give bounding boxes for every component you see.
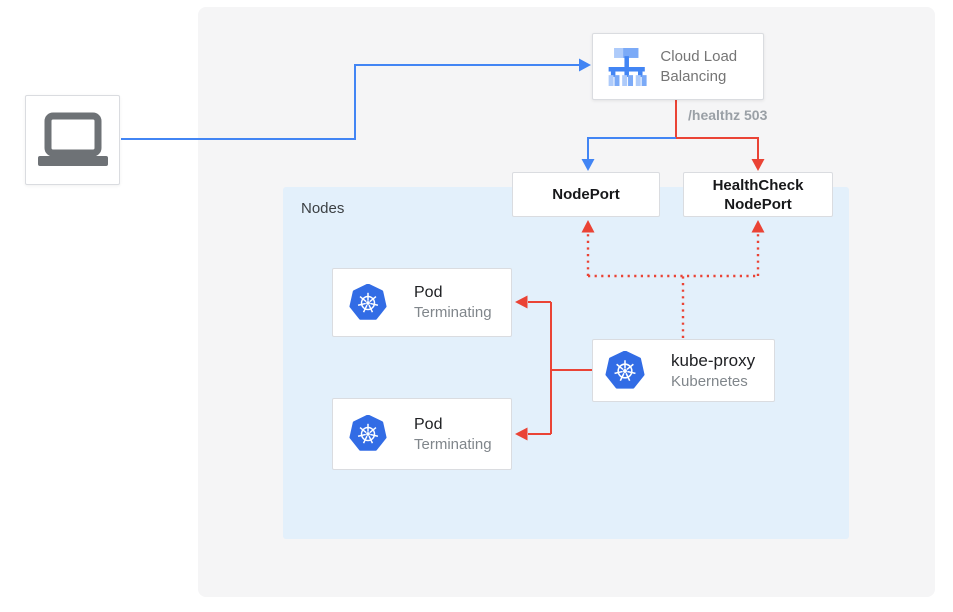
cloud-load-balancing-node: Cloud Load Balancing [592,33,764,100]
pod-status: Terminating [414,304,492,321]
kube-proxy-title: kube-proxy [671,350,756,370]
nodeport-label: NodePort [552,186,620,203]
cloud-load-balancing-label: Cloud Load Balancing [660,47,738,85]
arrowhead-kubeproxy-to-pod-1 [515,295,528,309]
pod-title: Pod [414,415,443,433]
arrowhead-clb-to-nodeport [581,159,595,171]
kubernetes-icon [349,283,387,320]
healthcheck-nodeport-node: HealthCheck NodePort [683,172,833,217]
arrow-kubeproxy-to-pods [528,301,592,435]
arrowhead-client-to-clb [579,58,591,72]
healthcheck-nodeport-label: HealthCheck NodePort [712,176,804,213]
arrowhead-clb-to-healthcheck [751,159,765,171]
dotted-kubeproxy-to-ports [586,233,760,338]
kube-proxy-subtitle: Kubernetes [671,372,748,390]
cloud-load-balancing-icon [608,47,647,86]
arrow-clb-to-nodeport [587,137,676,160]
arrowhead-kubeproxy-to-healthcheck [751,220,765,233]
kubernetes-icon [605,350,645,389]
pod-title: Pod [414,284,443,301]
nodes-group-label: Nodes [301,200,345,217]
kubernetes-icon [349,415,387,451]
pod-node-2: Pod Terminating [332,398,512,470]
laptop-icon [37,112,108,166]
arrow-clb-to-healthcheck [675,100,759,160]
arrow-client-to-clb [121,64,579,140]
client-node [25,95,120,185]
healthz-503-label: /healthz 503 [688,107,768,123]
arrowhead-kubeproxy-to-pod-2 [515,427,528,441]
arrowhead-kubeproxy-to-nodeport [581,220,595,233]
pod-status: Terminating [414,435,492,453]
nodeport-node: NodePort [512,172,660,217]
kube-proxy-node: kube-proxy Kubernetes [592,339,775,402]
pod-node-1: Pod Terminating [332,268,512,337]
